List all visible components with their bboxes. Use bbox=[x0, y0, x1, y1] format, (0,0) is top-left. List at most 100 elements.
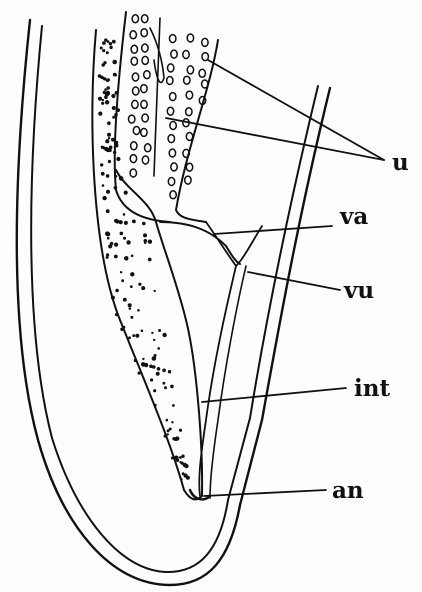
egg-circle bbox=[167, 77, 173, 85]
egg-circle bbox=[170, 122, 176, 130]
stipple-dot bbox=[138, 283, 141, 286]
stipple-dot bbox=[138, 372, 141, 375]
stipple-dot bbox=[109, 46, 112, 49]
vagina-tube bbox=[160, 222, 240, 264]
egg-circle bbox=[142, 156, 148, 164]
egg-circle bbox=[142, 15, 148, 23]
egg-circle bbox=[186, 91, 192, 99]
stipple-dot bbox=[143, 233, 147, 237]
egg-circle bbox=[142, 114, 148, 122]
egg-circle bbox=[142, 56, 148, 64]
stipple-dot bbox=[141, 286, 145, 290]
egg-circle bbox=[187, 34, 193, 42]
egg-circle bbox=[130, 31, 136, 39]
stipple-dot bbox=[112, 40, 116, 44]
stipple-dot bbox=[112, 60, 117, 65]
stipple-dot bbox=[123, 237, 126, 240]
intestine-stipple bbox=[98, 38, 190, 480]
stipple-dot bbox=[144, 363, 148, 367]
stipple-dot bbox=[107, 121, 111, 125]
stipple-dot bbox=[151, 332, 153, 334]
stipple-dot bbox=[114, 243, 118, 247]
stipple-dot bbox=[153, 389, 156, 392]
egg-circle bbox=[168, 135, 174, 143]
stipple-dot bbox=[124, 191, 128, 195]
stipple-dot bbox=[114, 113, 118, 117]
egg-circle bbox=[142, 44, 148, 52]
leader-va bbox=[214, 226, 332, 234]
stipple-dot bbox=[144, 241, 147, 244]
stipple-dot bbox=[105, 231, 110, 236]
stipple-dot bbox=[102, 196, 106, 200]
stipple-dot bbox=[157, 347, 160, 350]
stipple-dot bbox=[148, 258, 152, 262]
intestine-outline bbox=[92, 30, 202, 499]
stipple-dot bbox=[148, 240, 152, 244]
stipple-dot bbox=[106, 253, 109, 256]
stipple-dot bbox=[130, 272, 134, 276]
stipple-dot bbox=[107, 86, 110, 89]
stipple-dot bbox=[104, 88, 107, 91]
egg-circle bbox=[168, 178, 174, 186]
stipple-dot bbox=[101, 172, 105, 176]
egg-circle bbox=[141, 128, 147, 136]
egg-circle bbox=[186, 163, 192, 171]
stipple-dot bbox=[186, 476, 190, 480]
egg-circle bbox=[131, 57, 137, 65]
stipple-dot bbox=[180, 478, 182, 480]
stipple-dot bbox=[181, 455, 184, 458]
egg-circle bbox=[170, 191, 176, 199]
stipple-dot bbox=[110, 242, 113, 245]
egg-circle bbox=[186, 108, 192, 116]
stipple-dot bbox=[154, 290, 156, 292]
stipple-dot bbox=[108, 160, 111, 163]
stipple-dot bbox=[107, 40, 110, 43]
egg-circle bbox=[132, 73, 138, 81]
stipple-dot bbox=[115, 91, 119, 95]
stipple-dot bbox=[107, 237, 110, 240]
stipple-dot bbox=[162, 333, 166, 337]
stipple-dot bbox=[102, 184, 105, 187]
stipple-dot bbox=[135, 334, 139, 338]
stipple-dot bbox=[141, 330, 144, 333]
uterus-mid-wall bbox=[154, 18, 160, 176]
egg-circle bbox=[199, 69, 205, 77]
stipple-dot bbox=[109, 42, 112, 45]
uterus-right-wall bbox=[176, 40, 218, 222]
leader-an bbox=[204, 490, 326, 496]
leader-int bbox=[202, 388, 346, 402]
egg-circle bbox=[171, 50, 177, 58]
stipple-dot bbox=[102, 49, 105, 52]
vulva-channel bbox=[199, 266, 236, 496]
stipple-dot bbox=[101, 102, 104, 105]
egg-circle bbox=[167, 107, 173, 115]
stipple-dot bbox=[108, 137, 110, 139]
stipple-dot bbox=[150, 378, 153, 381]
egg-circle bbox=[132, 100, 138, 108]
stipple-dot bbox=[152, 356, 157, 361]
uterus-lumen-lower bbox=[150, 28, 164, 83]
egg-circle bbox=[131, 142, 137, 150]
stipple-dot bbox=[102, 63, 105, 66]
stipple-dot bbox=[123, 298, 127, 302]
egg-circle bbox=[145, 144, 151, 152]
stipple-dot bbox=[106, 209, 110, 213]
label-int: int bbox=[354, 375, 390, 402]
stipple-dot bbox=[171, 421, 173, 423]
stipple-dot bbox=[163, 382, 166, 385]
stipple-dot bbox=[124, 221, 128, 225]
egg-circle bbox=[141, 85, 147, 93]
stipple-dot bbox=[152, 365, 156, 369]
stipple-dot bbox=[116, 157, 120, 161]
stipple-dot bbox=[104, 95, 108, 99]
stipple-dot bbox=[112, 116, 115, 119]
stipple-dot bbox=[174, 456, 178, 460]
stipple-dot bbox=[167, 429, 170, 432]
stipple-dot bbox=[116, 108, 120, 112]
stipple-dot bbox=[100, 163, 103, 166]
stipple-dot bbox=[123, 326, 126, 329]
egg-circle bbox=[170, 93, 176, 101]
stipple-dot bbox=[106, 148, 110, 152]
stipple-dot bbox=[134, 359, 137, 362]
